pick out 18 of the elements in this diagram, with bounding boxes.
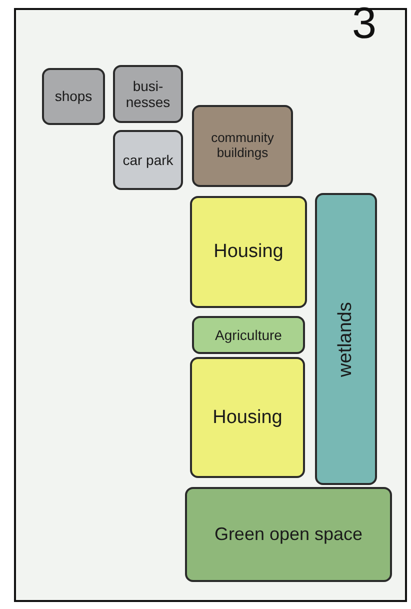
zone-block <box>185 487 392 582</box>
zone-label: Housing <box>212 406 282 428</box>
zone-block <box>42 68 105 125</box>
zone-block <box>190 357 305 478</box>
zone-label: Agriculture <box>215 326 282 344</box>
zone-block <box>192 105 293 187</box>
zone-label: community buildings <box>210 131 275 161</box>
zone-label: shops <box>54 88 92 105</box>
zone-block <box>113 65 183 123</box>
zone-block <box>190 196 307 308</box>
zone-block <box>315 193 377 485</box>
zone-label: wetlands <box>335 302 357 376</box>
zone-label: Green open space <box>214 524 363 545</box>
zone-block <box>113 130 183 190</box>
zone-block <box>192 316 305 354</box>
zone-label: busi- nesses <box>124 78 172 110</box>
zone-label: Housing <box>214 241 284 263</box>
zone-label: car park <box>122 152 174 168</box>
